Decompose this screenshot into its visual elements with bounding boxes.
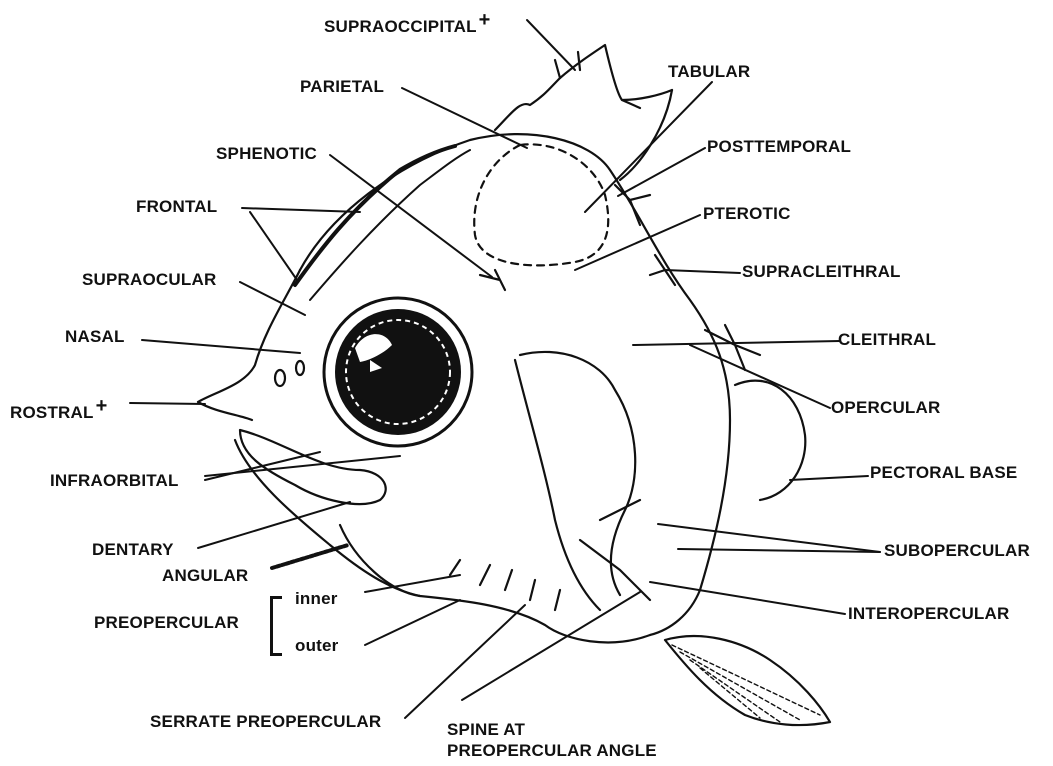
- leader-supracleithral: [665, 270, 740, 273]
- leader-parietal: [402, 88, 527, 148]
- label-angular: ANGULAR: [162, 566, 248, 586]
- leader-subopercular-2: [678, 549, 880, 552]
- parietal-dashed: [474, 144, 608, 265]
- leader-sphenotic: [330, 155, 492, 277]
- leader-dentary: [198, 502, 350, 548]
- label-spine-line2: PREOPERCULAR ANGLE: [447, 741, 657, 761]
- label-infraorbital: INFRAORBITAL: [50, 471, 179, 491]
- label-serrate-preopercular: SERRATE PREOPERCULAR: [150, 712, 381, 732]
- label-rostral: ROSTRAL+: [10, 396, 107, 423]
- pectoral-base: [735, 381, 805, 500]
- label-subopercular: SUBOPERCULAR: [884, 541, 1030, 561]
- leader-cleithral: [633, 341, 840, 345]
- label-sphenotic: SPHENOTIC: [216, 144, 317, 164]
- leader-subopercular-1: [658, 524, 880, 552]
- label-supraoccipital: SUPRAOCCIPITAL+: [324, 10, 491, 37]
- label-frontal: FRONTAL: [136, 197, 217, 217]
- label-outer: outer: [295, 636, 339, 656]
- leader-pterotic: [575, 215, 700, 270]
- label-interopercular: INTEROPERCULAR: [848, 604, 1009, 624]
- leader-posttemporal: [618, 148, 705, 196]
- leader-outer: [365, 600, 460, 645]
- nostril-1: [275, 370, 285, 386]
- leader-angular: [272, 545, 348, 568]
- label-supraocular: SUPRAOCULAR: [82, 270, 216, 290]
- label-tabular: TABULAR: [668, 62, 750, 82]
- label-parietal: PARIETAL: [300, 77, 384, 97]
- label-inner: inner: [295, 589, 338, 609]
- label-pterotic: PTEROTIC: [703, 204, 791, 224]
- label-spine-line1: SPINE AT: [447, 720, 525, 740]
- frontal-ridge-outer: [295, 146, 455, 285]
- eye: [324, 298, 472, 446]
- leader-spine: [462, 592, 640, 700]
- leader-frontal-2: [250, 212, 297, 280]
- label-supracleithral: SUPRACLEITHRAL: [742, 262, 901, 282]
- leader-frontal-1: [242, 208, 360, 212]
- label-preopercular: PREOPERCULAR: [94, 613, 239, 633]
- preopercular-bracket: [270, 596, 282, 656]
- label-pectoral-base: PECTORAL BASE: [870, 463, 1017, 483]
- leader-rostral: [130, 403, 205, 404]
- preopercle-outline: [515, 360, 600, 610]
- label-posttemporal: POSTTEMPORAL: [707, 137, 851, 157]
- leader-pectoral-base: [790, 476, 868, 480]
- leader-interopercular: [650, 582, 845, 614]
- nostril-2: [296, 361, 304, 375]
- posttemporal-spine: [615, 185, 650, 225]
- leader-supraoccipital: [527, 20, 575, 70]
- sphenotic-spine: [480, 270, 505, 290]
- opercle-outline: [520, 352, 635, 595]
- label-cleithral: CLEITHRAL: [838, 330, 936, 350]
- leader-nasal: [142, 340, 300, 353]
- label-dentary: DENTARY: [92, 540, 174, 560]
- label-nasal: NASAL: [65, 327, 125, 347]
- leader-serrate: [405, 605, 525, 718]
- label-opercular: OPERCULAR: [831, 398, 940, 418]
- supraoccipital-crest: [495, 45, 672, 130]
- leader-tabular: [585, 82, 712, 212]
